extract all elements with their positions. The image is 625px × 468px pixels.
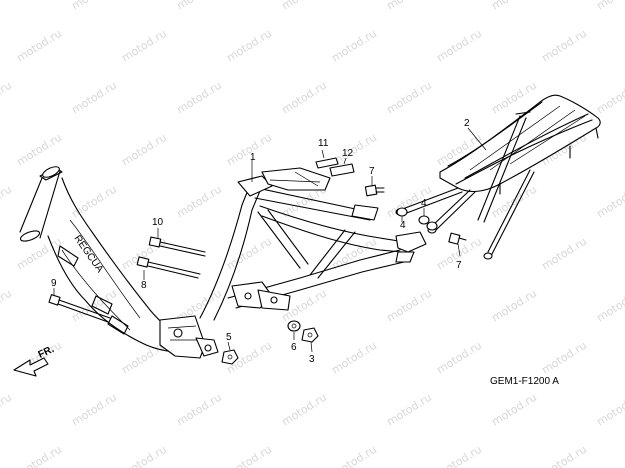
callout-2: 2 [464,118,470,129]
watermark-text: motod.ru [489,287,539,325]
frame-body: REGCUA [19,160,427,359]
emblem-12 [329,157,355,177]
watermark-text: motod.ru [434,339,484,377]
watermark-text: motod.ru [384,79,434,117]
watermark-text: motod.ru [14,27,64,65]
watermark-text: motod.ru [69,183,119,221]
watermark-text: motod.ru [174,0,224,13]
callout-8: 8 [141,280,147,291]
watermark-text: motod.ru [0,79,14,117]
watermark-text: motod.ru [594,391,625,429]
washer-6 [287,320,301,340]
watermark-text: motod.ru [174,391,224,429]
carrier-rack [395,94,601,260]
watermark-text: motod.ru [279,391,329,429]
watermark-text: motod.ru [489,391,539,429]
watermark-text: motod.ru [489,79,539,117]
watermark-text: motod.ru [384,0,434,13]
callout-7-lower: 7 [456,260,462,271]
watermark-text: motod.ru [0,0,14,13]
watermark-text: motod.ru [224,443,274,468]
watermark-text: motod.ru [69,391,119,429]
frame-marking: REGCUA [72,233,106,275]
watermark-text: motod.ru [594,0,625,13]
callouts: 1 2 3 4 4 5 6 7 7 8 9 10 11 12 [51,118,470,365]
watermark-text: motod.ru [539,235,589,273]
watermark-text: motod.ru [434,443,484,468]
nut-3 [301,327,319,353]
bolt-7-lower [448,232,467,257]
callout-4-lower: 4 [421,198,427,209]
watermark-text: motod.ru [384,391,434,429]
watermark-text: motod.ru [594,287,625,325]
watermark-text: motod.ru [489,0,539,13]
watermark-text: motod.ru [174,183,224,221]
callout-6: 6 [291,342,297,353]
watermark-text: motod.ru [329,443,379,468]
watermark-text: motod.ru [69,79,119,117]
nut-5 [221,341,239,365]
watermark-text: motod.ru [69,0,119,13]
watermark-text: motod.ru [594,183,625,221]
callout-11: 11 [318,138,329,149]
watermark-text: motod.ru [174,79,224,117]
callout-5: 5 [226,332,232,343]
callout-4-upper: 4 [400,220,406,231]
washer-4b [418,208,438,231]
watermark-text: motod.ru [14,443,64,468]
watermark-text: motod.ru [279,79,329,117]
watermark-text: motod.ru [539,443,589,468]
bolt-10 [148,228,206,257]
watermark-text: motod.ru [0,183,14,221]
watermark-text: motod.ru [539,27,589,65]
watermark-text: motod.ru [329,27,379,65]
watermark-text: motod.ru [279,0,329,13]
callout-12: 12 [342,148,354,159]
callout-3: 3 [309,354,315,365]
watermark-text: motod.ru [0,391,14,429]
watermark-text: motod.ru [119,27,169,65]
fasteners [48,149,467,365]
bolt-8 [136,256,201,280]
emblem-11 [315,149,339,169]
watermark-text: motod.ru [119,443,169,468]
watermark-text: motod.ru [384,287,434,325]
watermark-text: motod.ru [539,339,589,377]
callout-1: 1 [250,152,256,163]
diagram-code: GEM1-F1200 A [490,376,559,387]
washer-4a [396,207,408,222]
callout-7-upper: 7 [369,166,375,177]
callout-10: 10 [152,217,164,228]
callout-9: 9 [51,278,57,289]
bolt-7-upper [364,176,385,197]
watermark-text: motod.ru [329,339,379,377]
watermark-text: motod.ru [0,287,14,325]
watermark-text: motod.ru [224,27,274,65]
watermark-text: motod.ru [594,79,625,117]
watermark-text: motod.ru [434,27,484,65]
bolt-9 [48,288,111,323]
watermark-text: motod.ru [119,131,169,169]
watermark-text: motod.ru [14,131,64,169]
